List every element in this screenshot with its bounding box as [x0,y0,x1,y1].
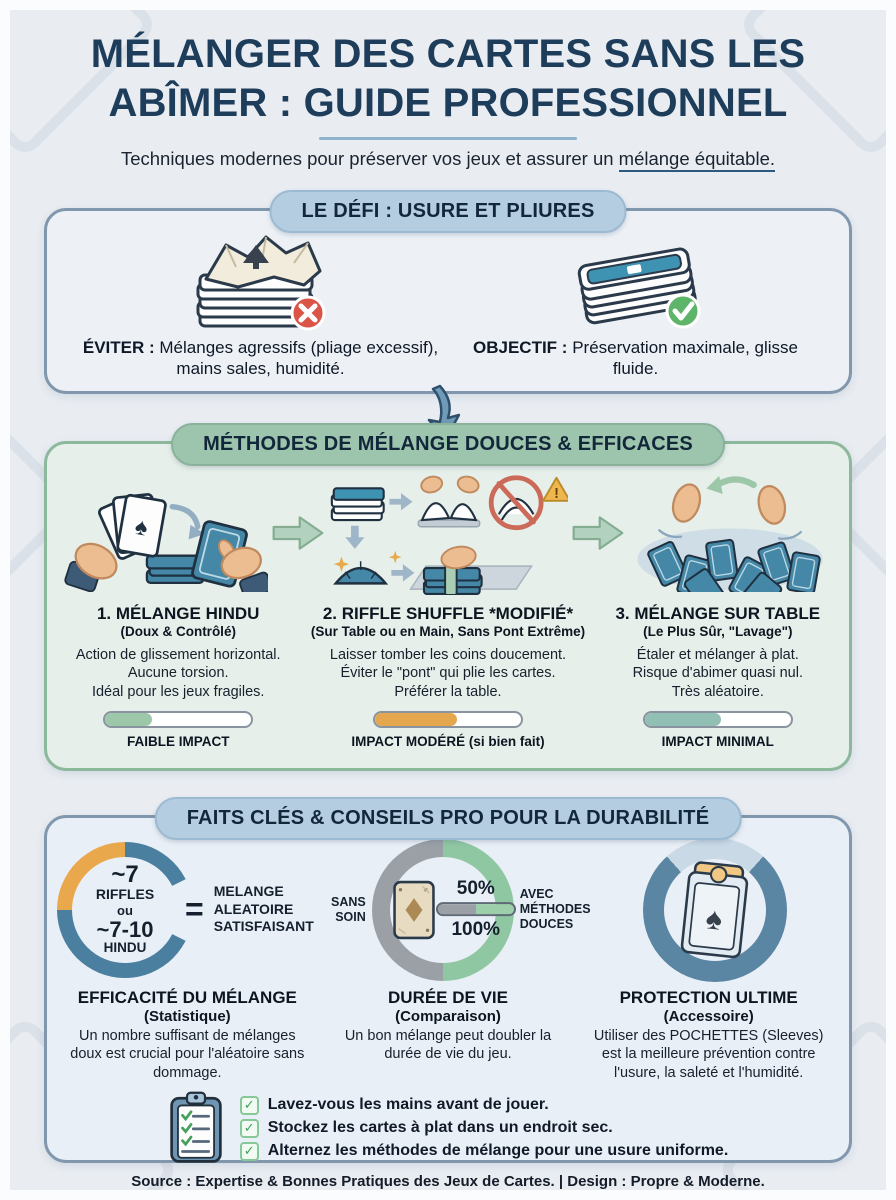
methods-text-row: 1. MÉLANGE HINDU (Doux & Contrôlé) Actio… [47,602,849,750]
defi-avoid-column: ÉVITER : Mélanges agressifs (pliage exce… [73,227,448,385]
facts-text-row: EFFICACITÉ DU MÉLANGE (Statistique) Un n… [47,982,849,1084]
section-faits: FAITS CLÉS & CONSEILS PRO POUR LA DURABI… [44,796,852,1165]
shuffle-result-label: MELANGE ALEATOIRE SATISFAISANT [213,883,314,935]
section-methodes: MÉTHODES DE MÉLANGE DOUCES & EFFICACES ♠ [44,384,852,771]
impact-meter [642,711,793,729]
svg-text:♠: ♠ [133,513,150,541]
section-defi: LE DÉFI : USURE ET PLIURES [44,189,852,394]
fact-efficacite: EFFICACITÉ DU MÉLANGE (Statistique) Un n… [70,987,305,1082]
checklist-item: Alternez les méthodes de mélange pour un… [239,1141,728,1161]
checkbox-icon [239,1095,259,1115]
checkbox-icon [239,1141,259,1161]
fact-duree: DURÉE DE VIE (Comparaison) Un bon mélang… [344,987,552,1063]
svg-text:♠: ♠ [704,900,724,937]
arrow-right-icon [572,515,624,550]
method-table: 3. MÉLANGE SUR TABLE (Le Plus Sûr, "Lava… [615,603,821,750]
worn-card-icon [393,880,435,939]
lifespan-left-label: SANS SOIN [331,894,366,924]
card-sleeve-icon: ♠ [681,861,749,959]
fact-protection: PROTECTION ULTIME (Accessoire) Utiliser … [593,987,824,1082]
equals-sign: = [185,891,204,928]
page-subtitle: Techniques modernes pour préserver vos j… [10,147,886,172]
table-wash-illustration [637,475,823,592]
damaged-cards-icon [186,227,336,333]
source-line: Source : Expertise & Bonnes Pratiques de… [131,1172,765,1190]
impact-meter [103,711,254,729]
lifespan-right-label: AVEC MÉTHODES DOUCES [519,887,591,932]
pro-tips-checklist: Lavez-vous les mains avant de jouer. Sto… [47,1091,849,1165]
avoid-text: ÉVITER : Mélanges agressifs (pliage exce… [82,337,439,378]
protection-ring: ♠ [643,837,788,982]
protection-viz: ♠ [592,837,839,982]
lifespan-bar [435,902,516,917]
title-divider [319,136,577,140]
clipboard-icon [169,1091,222,1163]
methods-illustrations: ♠ [47,444,849,602]
method-riffle: 2. RIFFLE SHUFFLE *MODIFIÉ* (Sur Table o… [310,603,586,750]
shuffle-count-donut: ~7 RIFFLES ou ~7-10 HINDU [57,841,193,978]
section-methodes-header: MÉTHODES DE MÉLANGE DOUCES & EFFICACES [171,422,725,466]
method-hindu: 1. MÉLANGE HINDU (Doux & Contrôlé) Actio… [75,603,281,750]
lifespan-donut: 50% 100% [371,838,516,981]
section-faits-header: FAITS CLÉS & CONSEILS PRO POUR LA DURABI… [154,796,742,840]
riffle-shuffle-illustration: ! [330,475,568,596]
lifespan-viz: SANS SOIN 50% [318,838,592,981]
arrow-right-icon [272,515,324,550]
checklist-item: Stockez les cartes à plat dans un endroi… [239,1118,729,1138]
clean-deck-icon [561,227,711,333]
subtitle-underline: mélange équitable. [618,147,776,172]
svg-text:!: ! [554,486,559,502]
hindu-shuffle-illustration: ♠ [64,492,268,592]
goal-text: OBJECTIF : Préservation maximale, glisse… [473,337,798,378]
defi-goal-column: OBJECTIF : Préservation maximale, glisse… [448,227,823,385]
impact-meter [373,711,523,729]
shuffle-stat-viz: ~7 RIFFLES ou ~7-10 HINDU = MELANGE ALEA… [57,841,318,978]
section-defi-header: LE DÉFI : USURE ET PLIURES [269,189,627,233]
facts-visuals: ~7 RIFFLES ou ~7-10 HINDU = MELANGE ALEA… [47,818,849,982]
checkbox-icon [239,1118,259,1138]
checklist-item: Lavez-vous les mains avant de jouer. [239,1095,729,1115]
